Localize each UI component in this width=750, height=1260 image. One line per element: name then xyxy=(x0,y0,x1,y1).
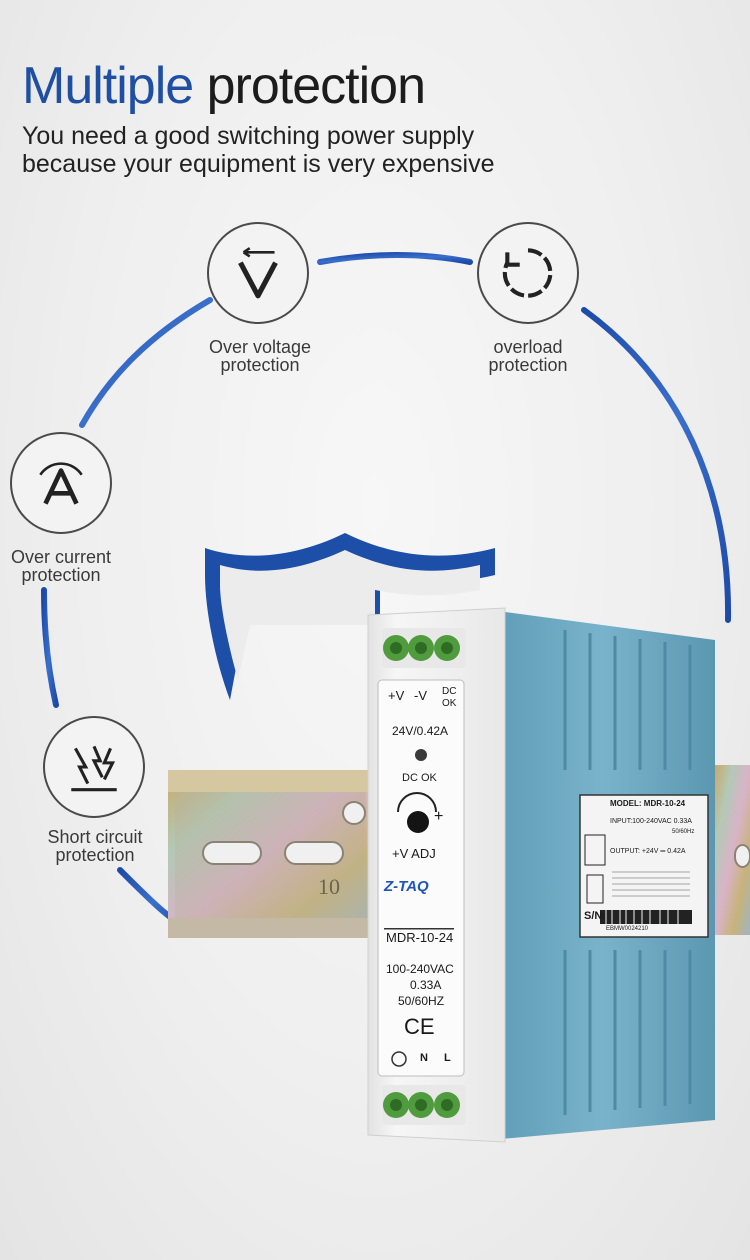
serial-prefix-label: S/N: xyxy=(584,910,606,922)
neutral-label: N xyxy=(420,1052,428,1064)
protection-ring xyxy=(41,252,732,933)
power-supply-front xyxy=(367,607,506,1143)
input-voltage-label: 100-240VAC xyxy=(386,962,454,976)
rail-marking: 10 xyxy=(318,874,340,899)
input-current-label: 0.33A xyxy=(410,978,442,992)
side-input-freq-label: 50/60Hz xyxy=(672,829,695,835)
top-terminals xyxy=(382,628,466,668)
over-voltage-badge xyxy=(207,222,309,324)
vminus-label: -V xyxy=(414,688,427,703)
brand-logo: Z-TAQ xyxy=(384,878,429,895)
over-voltage-caption-line-2: protection xyxy=(220,355,300,375)
over-current-badge xyxy=(10,432,112,534)
overload-caption: overload protection xyxy=(458,338,598,374)
short-circuit-caption-line-1: Short circuit xyxy=(47,827,143,847)
frequency-label: 50/60HZ xyxy=(398,994,445,1008)
over-voltage-caption-line-1: Over voltage xyxy=(208,337,312,357)
rating-label: 24V/0.42A xyxy=(392,724,449,738)
side-input-label: INPUT:100-240VAC 0.33A xyxy=(610,818,692,825)
dc-label: DC xyxy=(442,686,457,697)
overload-caption-line-2: protection xyxy=(488,355,568,375)
page-title: Multiple protection xyxy=(22,56,426,116)
over-current-caption-line-2: protection xyxy=(21,565,101,585)
over-current-caption-line-1: Over current xyxy=(10,547,112,567)
overload-caption-line-1: overload xyxy=(493,337,563,357)
title-highlight: Multiple xyxy=(22,57,194,115)
vplus-label: +V xyxy=(388,688,405,703)
ok-label: OK xyxy=(442,698,457,709)
page-subtitle: You need a good switching power supply b… xyxy=(22,122,582,178)
side-model-label: MODEL: MDR-10-24 xyxy=(610,799,686,808)
din-rail-left xyxy=(168,770,368,938)
title-rest: protection xyxy=(206,57,426,115)
over-voltage-icon xyxy=(238,247,278,299)
model-label: MDR-10-24 xyxy=(386,930,454,945)
over-current-caption: Over current protection xyxy=(0,548,122,584)
subtitle-line-2: because your equipment is very expensive xyxy=(22,150,495,178)
side-output-label: OUTPUT: +24V ═ 0.42A xyxy=(610,848,686,855)
ce-mark: CE xyxy=(404,1014,435,1039)
short-circuit-badge xyxy=(43,716,145,818)
shield-graphic xyxy=(205,533,495,700)
overload-badge xyxy=(477,222,579,324)
short-circuit-caption-line-2: protection xyxy=(55,845,135,865)
bottom-terminals xyxy=(382,1085,466,1125)
short-circuit-caption: Short circuit protection xyxy=(28,828,162,864)
overload-icon xyxy=(502,248,553,298)
short-circuit-icon xyxy=(71,745,117,792)
over-voltage-caption: Over voltage protection xyxy=(190,338,330,374)
din-rail-right xyxy=(715,765,750,935)
line-label: L xyxy=(444,1052,451,1064)
adjust-plus-label: + xyxy=(434,808,444,825)
power-supply-housing xyxy=(490,610,715,1140)
serial-number-label: EBMW0024210 xyxy=(606,926,649,932)
adjust-label: +V ADJ xyxy=(392,846,436,861)
over-current-icon xyxy=(39,462,83,505)
dc-ok-label: DC OK xyxy=(402,772,437,784)
subtitle-line-1: You need a good switching power supply xyxy=(22,122,475,150)
